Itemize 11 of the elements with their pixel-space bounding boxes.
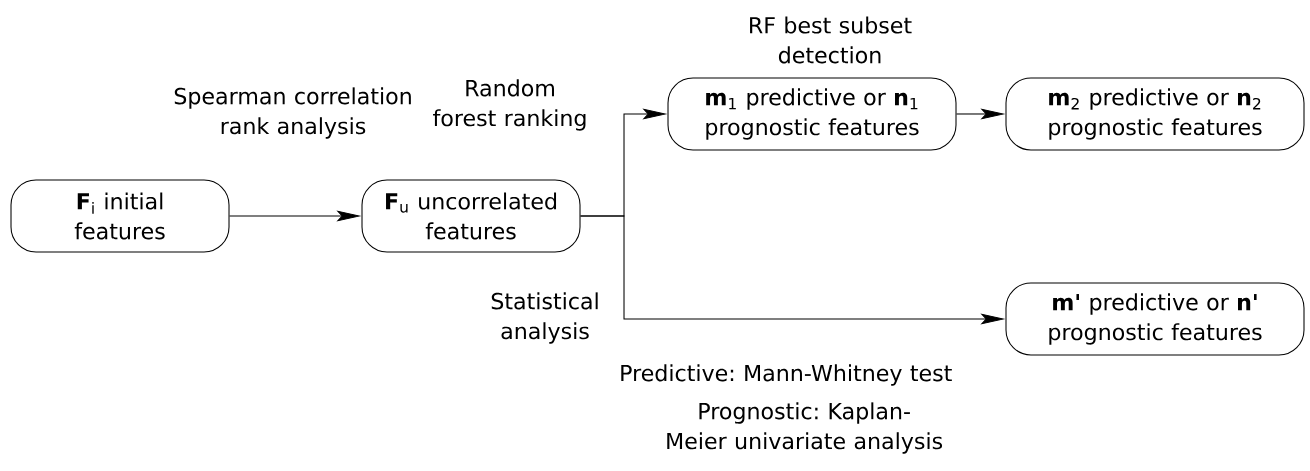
edge-label: Spearman correlation rank analysis <box>174 87 411 139</box>
process-box: m$_{1}$ predictive or n$_{1}$ prognostic features <box>667 77 957 151</box>
edge-label: RF best subset detection <box>750 16 912 64</box>
process-box: m' predictive or n' prognostic features <box>1005 282 1305 356</box>
process-box: F$_{u}$ uncorrelated features <box>361 179 581 253</box>
note-text: Prognostic: Kaplan-Meier univariate analysis <box>667 402 943 454</box>
process-box: m$_{2}$ predictive or n$_{2}$ prognostic features <box>1005 77 1305 151</box>
edge-label: Random forest ranking <box>433 79 586 131</box>
process-box: F$_{i}$ initial features <box>10 179 230 253</box>
note-text: Predictive: Mann-Whitney test <box>621 364 952 386</box>
edge-label: Statistical analysis <box>491 292 598 344</box>
